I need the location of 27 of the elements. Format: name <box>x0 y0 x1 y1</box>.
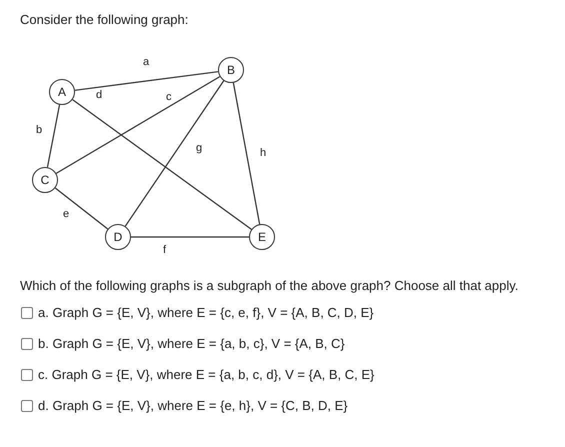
answer-option: d. Graph G = {E, V}, where E = {e, h}, V = {C, B, D, E} <box>38 398 348 413</box>
edge-line <box>54 188 108 230</box>
edge-line <box>74 71 218 91</box>
prompt-text: Consider the following graph: <box>20 12 188 27</box>
edge-label: a <box>143 56 150 68</box>
edge-line <box>131 236 249 238</box>
edge-label: e <box>63 208 70 220</box>
edge-line <box>56 76 220 174</box>
vertex-circle: A <box>49 79 75 105</box>
vertex-circle: C <box>32 167 58 193</box>
answer-option: c. Graph G = {E, V}, where E = {a, b, c, d}, V = {A, B, C, E} <box>38 367 374 382</box>
edge-label: h <box>260 147 266 159</box>
edge-line <box>72 99 252 230</box>
edge-label: c <box>166 91 172 103</box>
edge-label: d <box>96 89 102 101</box>
edge-label: f <box>163 244 166 256</box>
edge-line <box>232 82 260 224</box>
vertex-circle: E <box>249 224 275 250</box>
edge-line <box>124 80 224 227</box>
edge-line <box>46 104 60 168</box>
edge-label: g <box>196 142 202 154</box>
answer-option: b. Graph G = {E, V}, where E = {a, b, c}, V = {A, B, C} <box>38 336 345 351</box>
question-text: Which of the following graphs is a subgraph of the above graph? Choose all that apply. <box>20 278 518 293</box>
edge-label: b <box>36 124 42 136</box>
vertex-circle: D <box>105 224 131 250</box>
vertex-circle: B <box>218 57 244 83</box>
answer-option: a. Graph G = {E, V}, where E = {c, e, f}, V = {A, B, C, D, E} <box>38 305 374 320</box>
